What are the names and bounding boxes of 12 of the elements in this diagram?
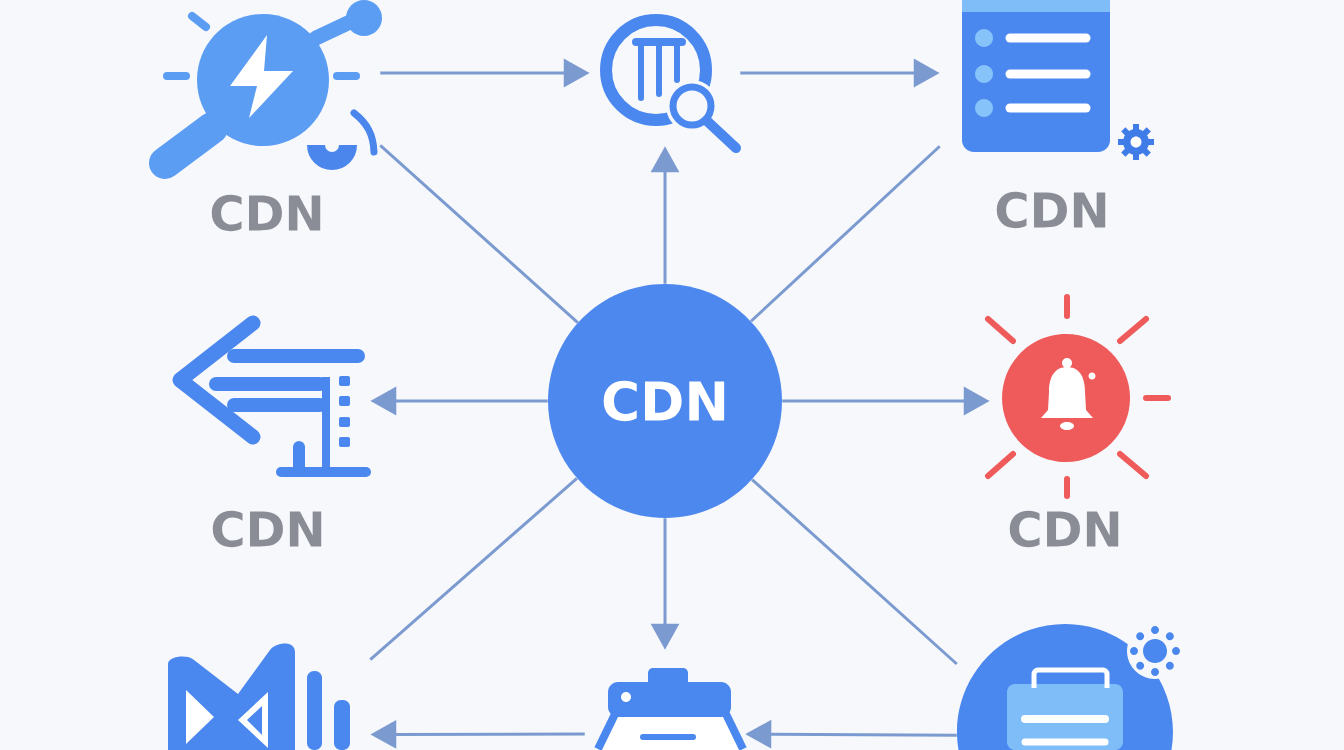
search-icon bbox=[600, 14, 741, 153]
node-label: CDN bbox=[1009, 510, 1119, 548]
connector-line bbox=[369, 477, 578, 661]
clipboard-icon bbox=[957, 623, 1183, 750]
connector-line bbox=[379, 144, 579, 324]
device-icon bbox=[594, 668, 747, 750]
node-label: CDN bbox=[212, 510, 322, 548]
bar-chart-icon bbox=[168, 643, 350, 750]
node-label: CDN bbox=[211, 194, 321, 232]
node-label: CDN bbox=[996, 191, 1106, 229]
connector-line bbox=[750, 145, 941, 323]
connector-line bbox=[751, 478, 958, 666]
